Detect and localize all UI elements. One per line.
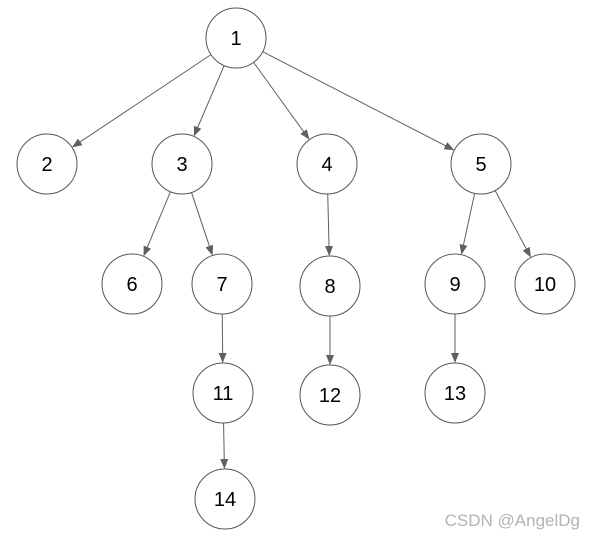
tree-node-11: 11 <box>192 362 254 424</box>
tree-node-1: 1 <box>205 7 267 69</box>
tree-node-9: 9 <box>424 253 486 315</box>
tree-node-8: 8 <box>299 255 361 317</box>
tree-node-6: 6 <box>101 253 163 315</box>
tree-node-13: 13 <box>424 362 486 424</box>
node-label: 14 <box>214 489 236 511</box>
edge-11-to-14 <box>220 422 229 470</box>
node-label: 11 <box>213 383 234 405</box>
edges-layer <box>71 51 531 470</box>
tree-node-4: 4 <box>296 133 358 195</box>
node-label: 8 <box>324 276 335 298</box>
node-circle <box>151 133 213 195</box>
tree-node-3: 3 <box>151 133 213 195</box>
tree-node-2: 2 <box>16 133 78 195</box>
node-label: 7 <box>216 274 227 296</box>
node-circle <box>299 255 361 317</box>
node-circle <box>16 133 78 195</box>
node-circle <box>450 133 512 195</box>
node-label: 2 <box>41 154 52 176</box>
watermark-text: CSDN @AngelDg <box>444 511 580 530</box>
node-circle <box>101 253 163 315</box>
node-circle <box>191 253 253 315</box>
tree-node-7: 7 <box>191 253 253 315</box>
node-label: 3 <box>176 154 187 176</box>
node-circle <box>205 7 267 69</box>
node-label: 9 <box>449 274 460 296</box>
tree-node-12: 12 <box>299 364 361 426</box>
edge-3-to-7 <box>191 192 214 256</box>
node-label: 12 <box>319 385 341 407</box>
node-label: 4 <box>321 154 332 176</box>
node-label: 5 <box>475 154 486 176</box>
node-circle <box>299 364 361 426</box>
node-circle <box>514 253 576 315</box>
node-circle <box>192 362 254 424</box>
edge-5-to-10 <box>494 190 531 258</box>
tree-node-5: 5 <box>450 133 512 195</box>
node-circle <box>424 362 486 424</box>
edge-1-to-2 <box>71 54 212 148</box>
tree-node-10: 10 <box>514 253 576 315</box>
edge-1-to-5 <box>262 51 455 151</box>
edge-1-to-4 <box>253 62 310 140</box>
node-circle <box>424 253 486 315</box>
node-circle <box>296 133 358 195</box>
node-label: 6 <box>126 274 137 296</box>
edge-3-to-6 <box>143 191 171 257</box>
node-label: 13 <box>444 383 466 405</box>
node-label: 1 <box>230 28 241 50</box>
tree-node-14: 14 <box>194 468 256 530</box>
node-circle <box>194 468 256 530</box>
node-label: 10 <box>534 274 556 296</box>
edge-1-to-3 <box>193 65 225 137</box>
edge-4-to-8 <box>325 193 334 257</box>
edge-5-to-9 <box>459 193 476 255</box>
